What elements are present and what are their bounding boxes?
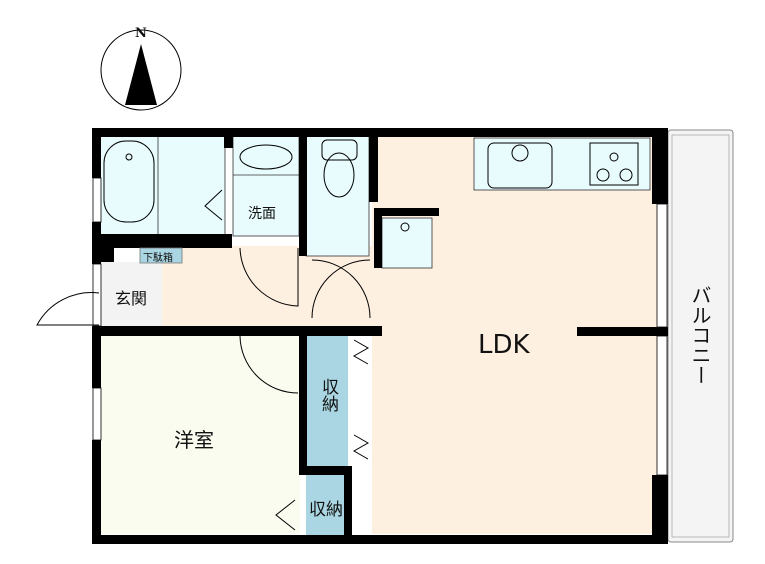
north-compass-icon [100, 29, 182, 111]
western-room-floor [100, 336, 300, 534]
hallway-floor [160, 246, 372, 328]
bathtub-icon [103, 140, 155, 223]
ldk-label: LDK [478, 330, 530, 360]
storage-1-label: 収納 [318, 378, 338, 412]
toilet-floor [305, 135, 370, 257]
storage-2-label: 収納 [309, 500, 343, 520]
fixtures [103, 139, 639, 232]
toilet-icon [321, 139, 358, 161]
walls [92, 128, 668, 544]
storage-2-floor [306, 475, 344, 535]
entrance-label: 玄関 [115, 289, 148, 308]
washroom-label: 洗面 [248, 206, 276, 222]
balcony-label: バルコニー [688, 285, 712, 385]
kitchen-sink-icon [487, 142, 553, 189]
kitchen-counter [473, 137, 651, 191]
entrance-floor [100, 262, 162, 328]
windows [92, 177, 668, 476]
bath-floor [99, 135, 226, 237]
western-room-label: 洋室 [174, 428, 214, 452]
washroom-floor [232, 135, 300, 237]
stove-icon [589, 142, 639, 186]
sink-icon [239, 144, 293, 170]
compass-label: N [135, 26, 147, 41]
drain-icon [400, 222, 410, 232]
storage-1-floor [306, 336, 348, 466]
door-swings [36, 189, 371, 531]
shoe-box-label: 下駄箱 [143, 253, 173, 264]
washing-machine-pan [381, 217, 433, 269]
